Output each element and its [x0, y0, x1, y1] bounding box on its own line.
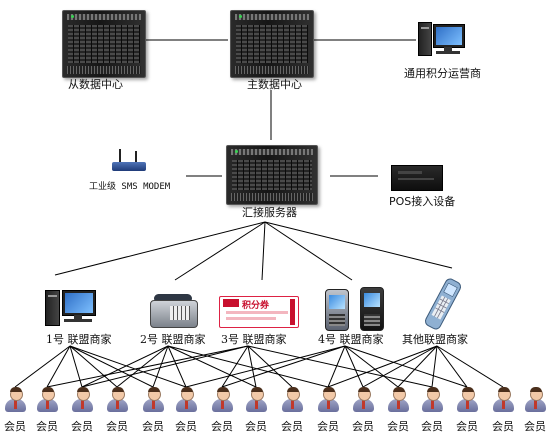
- main-data-center-label: 主数据中心: [247, 78, 302, 91]
- member-7: 会员: [210, 387, 234, 433]
- link-merchant-5-member-10: [327, 345, 438, 388]
- merchant-other-label: 其他联盟商家: [402, 333, 468, 346]
- member-12: 会员: [386, 387, 410, 433]
- member-label: 会员: [524, 420, 546, 433]
- operator-pc-icon: [418, 22, 432, 56]
- member-11: 会员: [351, 387, 375, 433]
- link-merchant-4-member-12: [344, 345, 399, 388]
- member-label: 会员: [352, 420, 374, 433]
- merchant-4-label: 4号 联盟商家: [318, 333, 384, 346]
- merchant-1-label: 1号 联盟商家: [46, 333, 112, 346]
- member-4: 会员: [105, 387, 129, 433]
- member-6: 会员: [174, 387, 198, 433]
- link-merchant-5-member-14: [436, 345, 468, 388]
- link-merchant-4-member-6: [185, 345, 346, 388]
- aggregation-server-label: 汇接服务器: [242, 206, 297, 219]
- merchant-3-coupon-icon: 积分券: [219, 296, 299, 328]
- link-merchant-1-member-2: [46, 345, 71, 388]
- member-label: 会员: [421, 420, 443, 433]
- merchant-4-mobile-icon: [325, 289, 349, 331]
- link-aggregator-merchant-5: [264, 221, 453, 269]
- member-label: 会员: [387, 420, 409, 433]
- member-label: 会员: [492, 420, 514, 433]
- link-merchant-2-member-4: [116, 345, 169, 388]
- member-14: 会员: [455, 387, 479, 433]
- points-operator-label: 通用积分运营商: [404, 67, 481, 80]
- member-label: 会员: [71, 420, 93, 433]
- link-merchant-5-member-12: [397, 345, 438, 388]
- member-16: 会员: [523, 387, 547, 433]
- merchant-2-label: 2号 联盟商家: [140, 333, 206, 346]
- link-merchant-5-member-13: [431, 345, 438, 388]
- member-1: 会员: [3, 387, 27, 433]
- link-aggregator-merchant-4: [264, 221, 353, 281]
- link-merchant-3-member-7: [221, 345, 249, 388]
- link-merchant-1-member-1: [14, 345, 71, 388]
- link-merchant-4-member-14: [344, 345, 468, 388]
- coupon-title: 积分券: [242, 301, 270, 311]
- member-8: 会员: [244, 387, 268, 433]
- member-5: 会员: [141, 387, 165, 433]
- pos-device-label: POS接入设备: [389, 195, 456, 208]
- sms-modem-label: 工业级 SMS MODEM: [89, 182, 171, 192]
- backup-data-center-label: 从数据中心: [68, 78, 123, 91]
- member-label: 会员: [211, 420, 233, 433]
- member-label: 会员: [281, 420, 303, 433]
- link-merchant-4-member-7: [221, 345, 346, 388]
- link-merchant-1-member-5: [69, 345, 154, 388]
- merchant-1-pc-icon: [45, 290, 60, 326]
- member-13: 会员: [420, 387, 444, 433]
- member-9: 会员: [280, 387, 304, 433]
- merchant-2-phone-icon: [154, 294, 192, 303]
- member-15: 会员: [491, 387, 515, 433]
- link-merchant-4-member-10: [327, 345, 346, 388]
- member-label: 会员: [456, 420, 478, 433]
- member-label: 会员: [142, 420, 164, 433]
- member-label: 会员: [36, 420, 58, 433]
- link-merchant-2-member-5: [152, 345, 169, 388]
- link-aggregator-merchant-2: [174, 221, 266, 281]
- member-2: 会员: [35, 387, 59, 433]
- main-server-icon: [230, 10, 314, 78]
- member-10: 会员: [316, 387, 340, 433]
- backup-server-icon: [62, 10, 146, 78]
- link-merchant-2-member-6: [167, 345, 187, 388]
- handheld-scanner-icon: [424, 278, 462, 330]
- link-merchant-2-member-10: [167, 345, 329, 388]
- member-label: 会员: [4, 420, 26, 433]
- link-merchant-4-member-11: [344, 345, 364, 388]
- member-label: 会员: [245, 420, 267, 433]
- link-merchant-5-member-15: [436, 345, 504, 388]
- link-aggregator-merchant-1: [54, 221, 266, 276]
- aggregation-server-icon: [226, 145, 318, 205]
- merchant-3-label: 3号 联盟商家: [221, 333, 287, 346]
- link-merchant-5-member-11: [362, 345, 438, 388]
- link-merchant-3-member-2: [46, 345, 249, 388]
- member-label: 会员: [106, 420, 128, 433]
- link-aggregator-merchant-3: [261, 221, 266, 281]
- member-label: 会员: [317, 420, 339, 433]
- link-merchant-2-member-8: [167, 345, 257, 388]
- link-merchant-3-member-13: [247, 345, 433, 388]
- member-3: 会员: [70, 387, 94, 433]
- link-merchant-1-member-6: [69, 345, 187, 388]
- link-merchant-3-member-9: [247, 345, 293, 388]
- member-label: 会员: [175, 420, 197, 433]
- link-merchant-3-member-3: [81, 345, 249, 388]
- link-merchant-3-member-8: [247, 345, 257, 388]
- modem-icon: [112, 162, 146, 171]
- link-merchant-2-member-3: [81, 345, 169, 388]
- merchant-4-mobile-icon-2: [360, 287, 384, 331]
